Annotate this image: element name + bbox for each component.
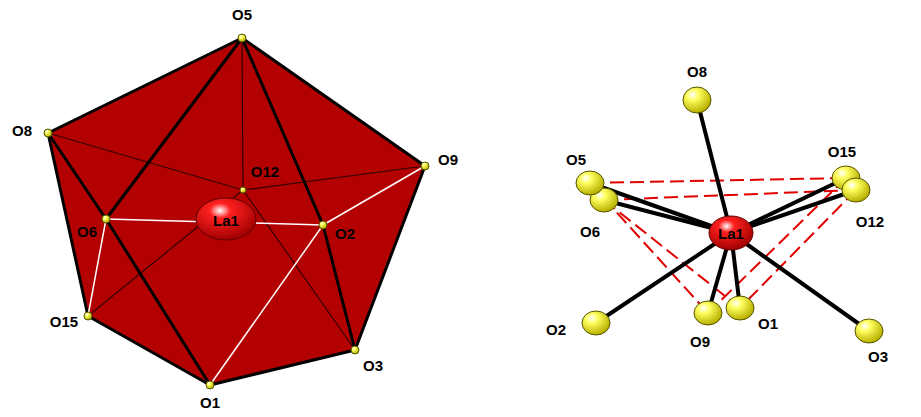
atom-label: O15 [50, 314, 78, 330]
atom-label: O3 [363, 358, 383, 374]
atom-label: O5 [566, 152, 586, 168]
atom-label: La1 [718, 226, 744, 242]
atom-label: O12 [856, 214, 884, 230]
atom-label: O9 [690, 334, 710, 350]
atom-label: O1 [758, 316, 778, 332]
atom-label: O5 [232, 7, 252, 23]
atom-label: O6 [77, 224, 97, 240]
atom-label: O3 [868, 349, 888, 365]
atom-label: O15 [828, 144, 856, 160]
atom-label: O2 [546, 322, 566, 338]
polyhedron [44, 34, 429, 389]
atom-label: La1 [213, 213, 239, 229]
atom-label: O8 [687, 64, 707, 80]
atom-label: O8 [12, 123, 32, 139]
atom-label: O12 [251, 164, 279, 180]
atom-label: O1 [200, 395, 220, 411]
atom-label: O2 [335, 226, 355, 242]
ball-and-stick [576, 87, 883, 343]
atom-label: O6 [580, 224, 600, 240]
atom-label: O9 [438, 152, 458, 168]
